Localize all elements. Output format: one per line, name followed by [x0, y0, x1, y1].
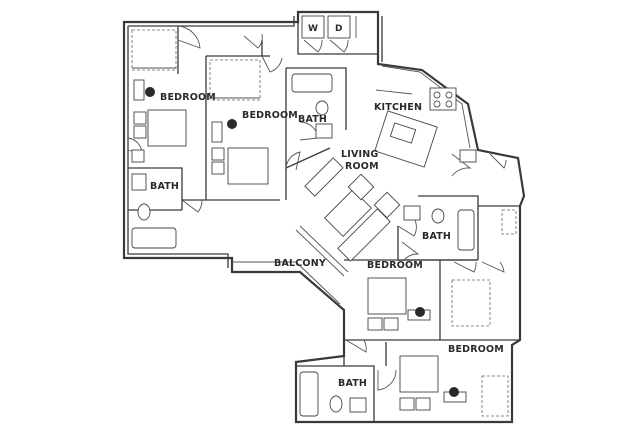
balcony-railing [232, 261, 341, 305]
laundry [301, 15, 357, 53]
bath-bottom-label: BATH [338, 378, 367, 389]
bath-left-fixtures [131, 173, 177, 249]
sink [349, 397, 367, 413]
bath-top-center-label: BATH [298, 114, 327, 125]
desk [133, 79, 145, 101]
bed [367, 277, 407, 315]
bedroom-top-center-furniture [211, 119, 269, 185]
balcony-label: BALCONY [274, 258, 326, 269]
armchair [373, 191, 401, 219]
bed [399, 355, 439, 393]
living-room-furniture [295, 157, 401, 277]
sink [315, 123, 333, 139]
bedroom-center-furniture [367, 277, 431, 331]
dryer-box [327, 15, 351, 39]
kitchen-label: KITCHEN [374, 102, 422, 113]
bathtub [299, 371, 319, 417]
sink [131, 173, 147, 191]
bedroom-bottom-right-label: BEDROOM [448, 344, 504, 355]
washer-box [301, 15, 325, 39]
toilet [315, 100, 329, 116]
bed [227, 147, 269, 185]
chair-icon [227, 119, 237, 129]
bath-left-label: BATH [150, 181, 179, 192]
bath-right-fixtures [403, 205, 475, 251]
interior-walls [128, 22, 520, 422]
chair-icon [415, 307, 425, 317]
toilet [137, 203, 151, 221]
bed [147, 109, 187, 147]
fridge [459, 149, 477, 163]
bath-bottom-fixtures [299, 371, 367, 417]
bathtub [457, 209, 475, 251]
closets [131, 29, 517, 417]
sink [403, 205, 421, 221]
washer-label: W [308, 24, 318, 34]
armchair [347, 173, 375, 201]
bathtub [291, 73, 333, 93]
chair-icon [449, 387, 459, 397]
bedroom-top-left-furniture [131, 79, 187, 163]
bath-right-label: BATH [422, 231, 451, 242]
desk [211, 121, 223, 143]
bedroom-bottom-right-furniture [399, 355, 467, 411]
dryer-label: D [335, 24, 342, 34]
bedroom-center-label: BEDROOM [367, 260, 423, 271]
living-room-label-line2: ROOM [345, 161, 379, 172]
stove [429, 87, 457, 111]
living-room-label-line1: LIVING [341, 149, 378, 160]
sofa [337, 208, 391, 262]
bath-top-center-fixtures [291, 73, 333, 139]
bathtub [131, 227, 177, 249]
tv-console [304, 157, 344, 197]
toilet [431, 208, 445, 224]
kitchen-sink [389, 122, 417, 144]
toilet [329, 395, 343, 413]
chair-icon [145, 87, 155, 97]
bedroom-top-left-label: BEDROOM [160, 92, 216, 103]
door-swings [127, 25, 507, 391]
kitchen-fixtures [374, 65, 477, 168]
bedroom-top-center-label: BEDROOM [242, 110, 298, 121]
